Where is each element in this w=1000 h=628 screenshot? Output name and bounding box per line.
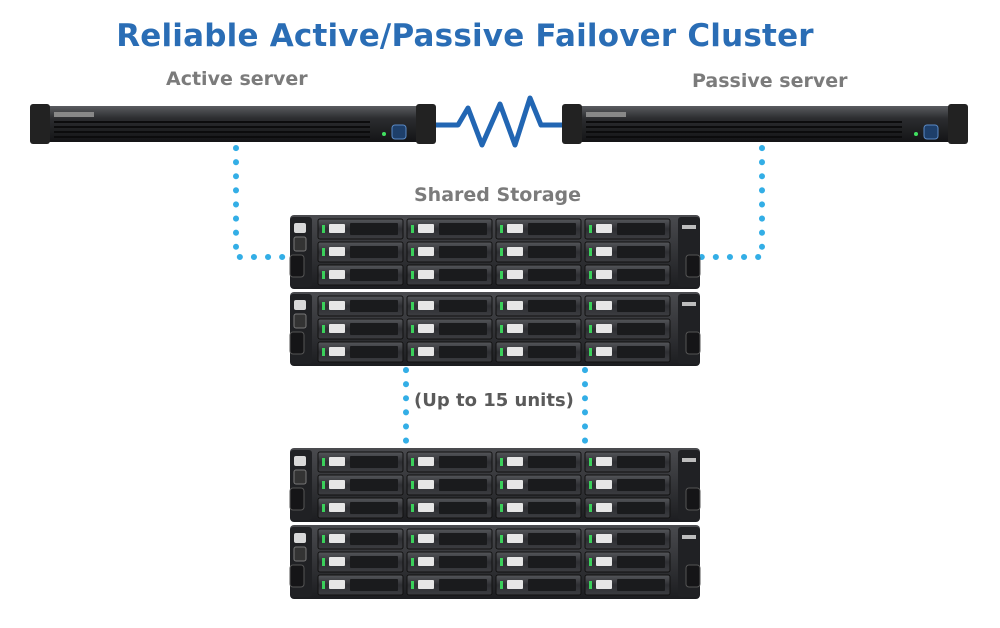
drive-bay xyxy=(584,264,671,286)
drive-bay xyxy=(317,218,404,240)
drive-bay xyxy=(406,295,493,317)
drive-bay xyxy=(584,497,671,519)
drive-bay xyxy=(406,451,493,473)
drive-bay xyxy=(406,218,493,240)
drive-bay xyxy=(584,341,671,363)
drive-bay xyxy=(317,241,404,263)
drive-bay xyxy=(584,474,671,496)
drive-bay xyxy=(495,574,582,596)
drive-bay xyxy=(495,497,582,519)
drive-bay xyxy=(495,295,582,317)
storage-unit xyxy=(289,292,701,366)
drive-bay xyxy=(317,295,404,317)
storage-connectors xyxy=(233,145,765,453)
drive-bay xyxy=(406,264,493,286)
drive-bay xyxy=(495,341,582,363)
drive-bay xyxy=(495,551,582,573)
shared-storage-label: Shared Storage xyxy=(414,184,582,206)
drive-bay xyxy=(495,474,582,496)
storage-unit xyxy=(289,525,701,599)
drive-bay xyxy=(317,264,404,286)
passive-server-label: Passive server xyxy=(692,70,848,92)
drive-bay xyxy=(584,451,671,473)
drive-bay xyxy=(495,218,582,240)
drive-bay xyxy=(406,341,493,363)
drive-bay xyxy=(406,241,493,263)
drive-bay xyxy=(584,218,671,240)
power-button-icon xyxy=(923,124,939,140)
shared-storage-array xyxy=(289,215,701,599)
drive-bay xyxy=(495,318,582,340)
drive-bay xyxy=(495,451,582,473)
active-server-label: Active server xyxy=(166,68,308,90)
drive-bay xyxy=(406,574,493,596)
drive-bay xyxy=(317,497,404,519)
diagram-title: Reliable Active/Passive Failover Cluster xyxy=(116,18,814,54)
heartbeat-link xyxy=(429,95,566,148)
drive-bay xyxy=(317,551,404,573)
passive-server-connector xyxy=(697,145,765,260)
drive-bay xyxy=(495,528,582,550)
storage-unit xyxy=(289,448,701,522)
storage-unit xyxy=(289,215,701,289)
drive-bay xyxy=(317,318,404,340)
drive-bay xyxy=(406,497,493,519)
drive-bay xyxy=(495,264,582,286)
drive-bay xyxy=(584,551,671,573)
active-server-unit xyxy=(30,104,436,144)
drive-bay xyxy=(406,551,493,573)
expansion-units-label: (Up to 15 units) xyxy=(414,390,574,411)
drive-bay xyxy=(317,451,404,473)
drive-bay xyxy=(495,241,582,263)
drive-bay xyxy=(317,574,404,596)
drive-bay xyxy=(584,528,671,550)
drive-bay xyxy=(406,318,493,340)
drive-bay xyxy=(406,474,493,496)
drive-bay xyxy=(584,318,671,340)
power-button-icon xyxy=(391,124,407,140)
passive-server-unit xyxy=(562,104,968,144)
drive-bay xyxy=(584,241,671,263)
active-server-connector xyxy=(233,145,297,260)
drive-bay xyxy=(317,341,404,363)
drive-bay xyxy=(406,528,493,550)
drive-bay xyxy=(584,295,671,317)
drive-bay xyxy=(317,474,404,496)
drive-bay xyxy=(317,528,404,550)
drive-bay xyxy=(584,574,671,596)
